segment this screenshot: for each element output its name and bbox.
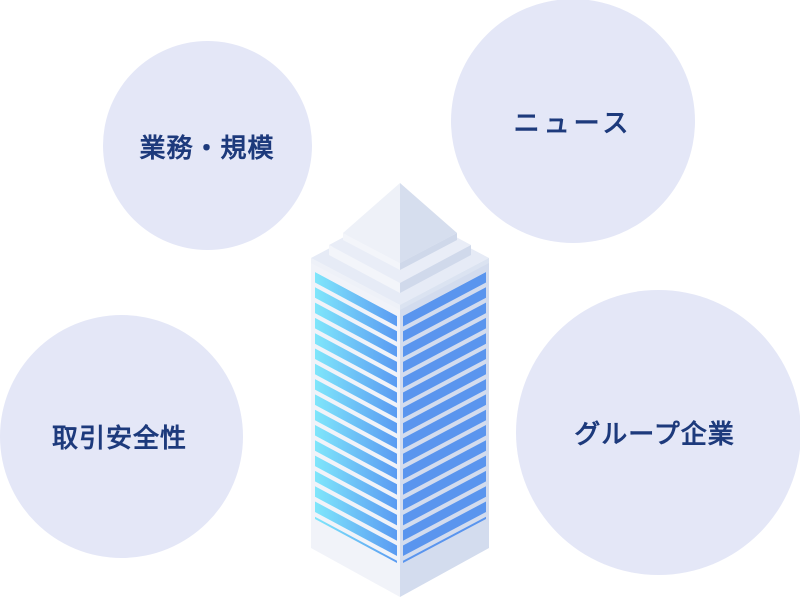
bubble-transaction-safety[interactable]: 取引安全性 [0,315,243,558]
bubble-label: ニュース [513,108,633,139]
bubble-news[interactable]: ニュース [451,0,695,243]
bubble-group-companies[interactable]: グループ企業 [516,290,800,575]
roof-pyramid [343,183,457,263]
bubble-label: 取引安全性 [51,424,187,454]
bubble-business-scale[interactable]: 業務・規模 [103,41,312,250]
bubble-label: 業務・規模 [139,134,275,164]
bubble-label: グループ企業 [574,420,735,450]
